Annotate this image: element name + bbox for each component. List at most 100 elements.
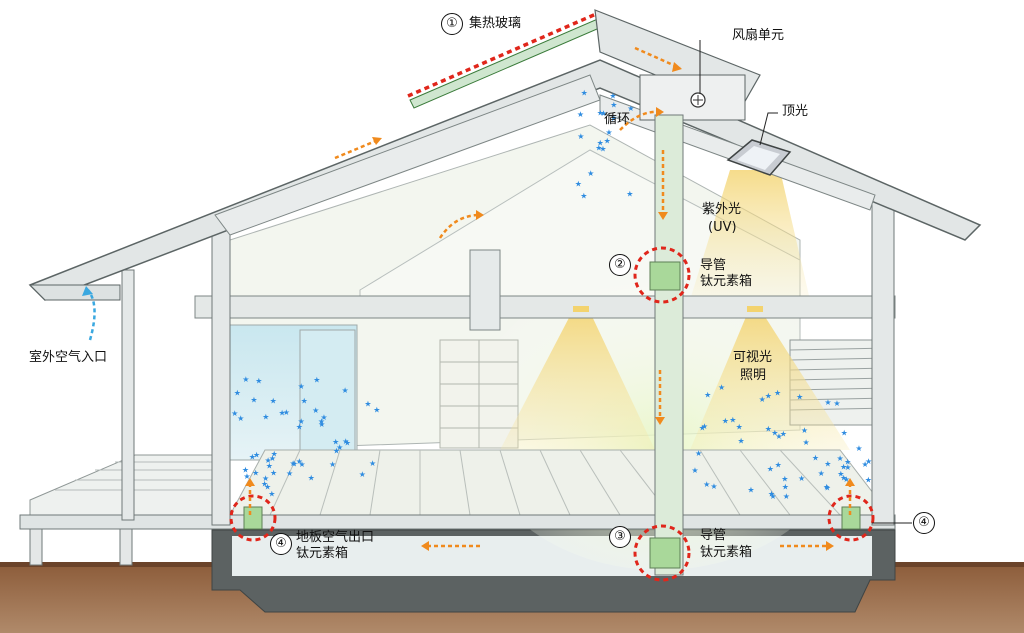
particle-star: ★ bbox=[577, 132, 584, 141]
solar-glass-label: 集热玻璃 bbox=[469, 16, 522, 31]
lower-duct-label-line2: 钛元素箱 bbox=[700, 545, 753, 560]
particle-star: ★ bbox=[298, 417, 305, 426]
floor-outlet-label-line1: 地板空气出口 bbox=[296, 530, 375, 545]
particle-star: ★ bbox=[729, 416, 736, 425]
particle-star: ★ bbox=[600, 109, 607, 118]
leader-lines bbox=[699, 40, 912, 524]
outdoor-inlet-arrowhead bbox=[82, 286, 93, 296]
highlight-circle-floor-right bbox=[827, 494, 875, 542]
particle-star: ★ bbox=[837, 470, 844, 479]
particle-star: ★ bbox=[234, 388, 241, 397]
skylight-glass bbox=[737, 146, 780, 170]
particle-star: ★ bbox=[261, 479, 268, 488]
particle-star: ★ bbox=[767, 464, 774, 473]
particle-star: ★ bbox=[329, 460, 336, 469]
floor-outlet-box-right bbox=[841, 506, 861, 530]
particle-star: ★ bbox=[283, 408, 290, 417]
particle-star: ★ bbox=[333, 447, 340, 456]
particle-star: ★ bbox=[231, 409, 238, 418]
particle-star: ★ bbox=[332, 438, 339, 447]
fan-blades bbox=[693, 95, 703, 105]
particle-star: ★ bbox=[609, 91, 616, 100]
particle-star: ★ bbox=[308, 474, 315, 483]
floor-outlet-box-left bbox=[243, 506, 263, 530]
particle-star: ★ bbox=[699, 424, 706, 433]
particle-star: ★ bbox=[841, 429, 848, 438]
particle-star: ★ bbox=[296, 457, 303, 466]
particle-star: ★ bbox=[824, 460, 831, 469]
roof-eave bbox=[28, 284, 121, 301]
particle-star: ★ bbox=[769, 492, 776, 501]
particle-star: ★ bbox=[364, 399, 371, 408]
particle-star: ★ bbox=[253, 450, 260, 459]
porch-post bbox=[121, 269, 135, 521]
particle-star: ★ bbox=[718, 383, 725, 392]
lower-duct-label-line1: 导管 bbox=[700, 528, 727, 543]
particles: ★★★★★★★★★★★★★★★★★★★★★★★★★★★★★★★★★★★★★★★★… bbox=[231, 89, 872, 502]
particle-star: ★ bbox=[270, 397, 277, 406]
particle-star: ★ bbox=[595, 144, 602, 153]
particle-star: ★ bbox=[290, 459, 297, 468]
particle-star: ★ bbox=[627, 104, 634, 113]
particle-star: ★ bbox=[268, 489, 275, 498]
particle-star: ★ bbox=[801, 426, 808, 435]
particle-star: ★ bbox=[577, 110, 584, 119]
particle-star: ★ bbox=[862, 460, 869, 469]
particle-star: ★ bbox=[765, 425, 772, 434]
particle-star: ★ bbox=[780, 429, 787, 438]
particle-star: ★ bbox=[265, 456, 272, 465]
particle-star: ★ bbox=[783, 492, 790, 501]
particle-star: ★ bbox=[844, 458, 851, 467]
particle-star: ★ bbox=[242, 466, 249, 475]
outdoor-inlet-label: 室外空气入口 bbox=[29, 350, 108, 365]
loft-light-left bbox=[573, 306, 589, 312]
particle-star: ★ bbox=[344, 438, 351, 447]
particle-star: ★ bbox=[703, 480, 710, 489]
particle-star: ★ bbox=[286, 469, 293, 478]
particle-star: ★ bbox=[843, 475, 850, 484]
marker-4-left: ④ bbox=[270, 533, 292, 555]
particle-star: ★ bbox=[759, 395, 766, 404]
airflow-arrowheads bbox=[245, 62, 855, 551]
particle-star: ★ bbox=[581, 89, 588, 98]
particle-star: ★ bbox=[279, 409, 286, 418]
floor-outlet-label-line2: 钛元素箱 bbox=[296, 546, 349, 561]
light-cone-right bbox=[690, 312, 850, 450]
left-window-pane bbox=[299, 329, 356, 456]
particle-star: ★ bbox=[575, 180, 582, 189]
highlight-circle-duct-upper bbox=[633, 246, 691, 304]
particle-star: ★ bbox=[359, 470, 366, 479]
particle-star: ★ bbox=[301, 397, 308, 406]
airflow-arrows bbox=[248, 46, 852, 548]
particle-star: ★ bbox=[833, 399, 840, 408]
particle-star: ★ bbox=[298, 460, 305, 469]
particle-star: ★ bbox=[837, 454, 844, 463]
particle-star: ★ bbox=[865, 476, 872, 485]
particle-star: ★ bbox=[243, 472, 250, 481]
particle-star: ★ bbox=[599, 145, 606, 154]
particle-star: ★ bbox=[775, 432, 782, 441]
particle-star: ★ bbox=[597, 139, 604, 148]
particle-star: ★ bbox=[865, 457, 872, 466]
shelving-unit bbox=[439, 339, 519, 449]
left-post bbox=[211, 224, 231, 526]
particle-star: ★ bbox=[695, 449, 702, 458]
marker-3: ③ bbox=[609, 526, 631, 548]
loft-floor bbox=[194, 295, 896, 319]
particle-star: ★ bbox=[336, 443, 343, 452]
particle-star: ★ bbox=[844, 463, 851, 472]
particle-star: ★ bbox=[318, 417, 325, 426]
particle-star: ★ bbox=[710, 482, 717, 491]
particle-star: ★ bbox=[249, 452, 256, 461]
highlight-circle-floor-left bbox=[229, 494, 277, 542]
particle-star: ★ bbox=[803, 438, 810, 447]
particle-star: ★ bbox=[768, 489, 775, 498]
right-wall bbox=[871, 194, 895, 526]
marker-1: ① bbox=[441, 13, 463, 35]
particle-star: ★ bbox=[269, 454, 276, 463]
particle-star: ★ bbox=[291, 460, 298, 469]
particle-star: ★ bbox=[771, 429, 778, 438]
deck-post-left bbox=[29, 528, 43, 566]
deck-post-mid bbox=[119, 528, 133, 566]
